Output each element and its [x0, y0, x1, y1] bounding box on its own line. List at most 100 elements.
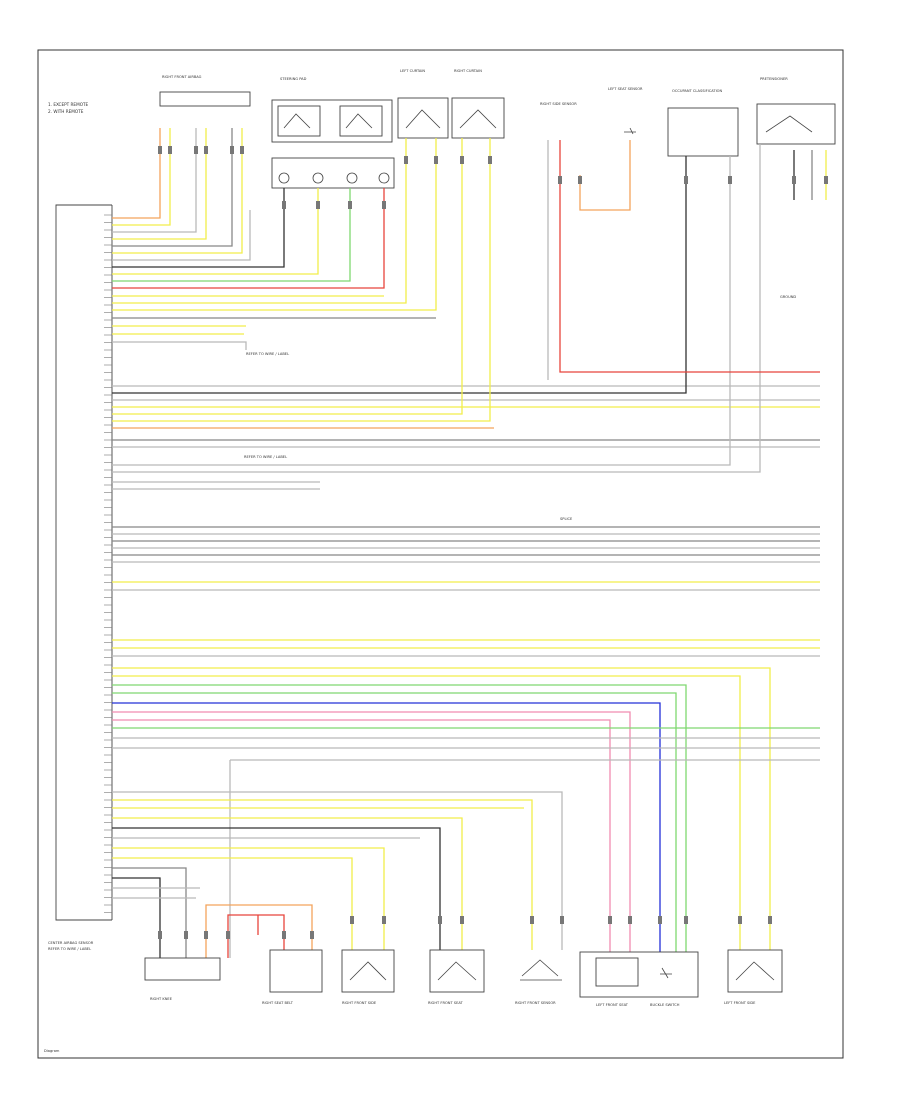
- connector-25: [310, 931, 314, 939]
- top-component-right-side-sensor: RIGHT SIDE SENSOR: [540, 102, 577, 106]
- wire-top-13: [112, 138, 407, 304]
- wire-low-10: [112, 719, 611, 955]
- bottom-component-right-knee: RIGHT KNEE: [144, 957, 221, 1001]
- controller-label: CENTER AIRBAG SENSOR: [48, 941, 94, 945]
- wire-low-9: [112, 711, 631, 955]
- connector-11: [434, 156, 438, 164]
- wire-bot-1: [112, 791, 563, 950]
- svg-text:RIGHT FRONT SENSOR: RIGHT FRONT SENSOR: [515, 1001, 556, 1005]
- connector-33: [628, 916, 632, 924]
- top-component-occupant-classification: OCCUPANT CLASSIFICATION: [667, 89, 739, 157]
- wire-long-11: [112, 144, 761, 473]
- wire-top-10: [112, 188, 351, 282]
- connector-13: [488, 156, 492, 164]
- wire-bot-10: [112, 877, 161, 958]
- wire-low-7: [112, 692, 677, 955]
- connector-0: [158, 146, 162, 154]
- connector-24: [282, 931, 286, 939]
- wire-top-5: [112, 128, 233, 247]
- wire-top-18: [112, 341, 247, 350]
- svg-text:PRETENSIONER: PRETENSIONER: [760, 77, 788, 81]
- diagram-frame: [37, 49, 844, 1059]
- connector-12: [460, 156, 464, 164]
- connector-36: [738, 916, 742, 924]
- svg-text:RIGHT FRONT AIRBAG: RIGHT FRONT AIRBAG: [162, 75, 202, 79]
- connector-28: [438, 916, 442, 924]
- connector-29: [460, 916, 464, 924]
- wire-bot-9: [112, 867, 187, 958]
- svg-text:LEFT FRONT SEAT: LEFT FRONT SEAT: [596, 1003, 629, 1007]
- connector-10: [404, 156, 408, 164]
- wire-top-3: [112, 128, 197, 233]
- svg-text:RIGHT KNEE: RIGHT KNEE: [150, 997, 173, 1001]
- wire-low-6: [112, 684, 687, 955]
- top-component-right-curtain: RIGHT CURTAIN: [451, 69, 505, 139]
- mid-note-2: REFER TO WIRE / LABEL: [244, 455, 287, 459]
- connector-37: [768, 916, 772, 924]
- note-except: 1. EXCEPT REMOTE: [48, 102, 89, 107]
- connector-2: [194, 146, 198, 154]
- wire-top-2: [112, 128, 171, 226]
- connector-26: [350, 916, 354, 924]
- ground-note: GROUND: [780, 295, 796, 299]
- note-with: 2. WITH REMOTE: [48, 109, 84, 114]
- controller-label-2: REFER TO WIRE / LABEL: [48, 947, 91, 951]
- top-component-left-curtain: LEFT CURTAIN: [397, 69, 449, 139]
- wire-top-1: [112, 128, 161, 219]
- connector-23: [226, 931, 230, 939]
- wire-bot-5: [112, 827, 441, 950]
- mid-note-1: REFER TO WIRE / LABEL: [246, 352, 289, 356]
- connector-9: [382, 201, 386, 209]
- drawing-id: Diagram: [44, 1049, 60, 1053]
- connector-7: [316, 201, 320, 209]
- wire-top-14: [112, 138, 437, 311]
- wire-low-8: [112, 702, 661, 955]
- wire-top-4: [112, 128, 207, 240]
- wire-bot-4: [112, 817, 463, 950]
- connector-5: [240, 146, 244, 154]
- top-component-front-passenger: RIGHT FRONT AIRBAG: [159, 75, 251, 107]
- wire-low-5: [112, 675, 741, 950]
- connector-18: [792, 176, 796, 184]
- connector-34: [658, 916, 662, 924]
- connector-15: [578, 176, 582, 184]
- connector-8: [348, 201, 352, 209]
- svg-text:RIGHT FRONT SEAT: RIGHT FRONT SEAT: [428, 1001, 464, 1005]
- connector-16: [684, 176, 688, 184]
- svg-text:RIGHT SEAT BELT: RIGHT SEAT BELT: [262, 1001, 294, 1005]
- connector-17: [728, 176, 732, 184]
- svg-text:LEFT SEAT SENSOR: LEFT SEAT SENSOR: [608, 87, 643, 91]
- controller-outline: [55, 204, 112, 921]
- wire-long-5: [112, 138, 463, 415]
- svg-text:LEFT FRONT SIDE: LEFT FRONT SIDE: [724, 1001, 756, 1005]
- top-component-left-seat-sensor: LEFT SEAT SENSOR: [608, 87, 643, 135]
- wire-bot-7: [112, 847, 385, 950]
- svg-text:STEERING PAD: STEERING PAD: [280, 77, 307, 81]
- connector-14: [558, 176, 562, 184]
- wire-top-6: [112, 128, 243, 254]
- wire-top-9: [112, 188, 319, 275]
- connector-19: [824, 176, 828, 184]
- svg-text:LEFT CURTAIN: LEFT CURTAIN: [400, 69, 425, 73]
- bottom-components: RIGHT KNEE RIGHT SEAT BELT RIGHT FRONT S…: [144, 949, 783, 1007]
- wires: [112, 128, 827, 958]
- svg-text:RIGHT SIDE SENSOR: RIGHT SIDE SENSOR: [540, 102, 577, 106]
- svg-text:RIGHT FRONT SIDE: RIGHT FRONT SIDE: [342, 1001, 377, 1005]
- connector-21: [184, 931, 188, 939]
- wire-bot-8: [112, 857, 353, 950]
- connector-27: [382, 916, 386, 924]
- wire-bot-2: [112, 799, 533, 950]
- connector-20: [158, 931, 162, 939]
- wire-long-6: [112, 138, 491, 422]
- squib-connector-block: [271, 157, 395, 189]
- connector-1: [168, 146, 172, 154]
- connector-3: [204, 146, 208, 154]
- svg-text:OCCUPANT CLASSIFICATION: OCCUPANT CLASSIFICATION: [672, 89, 722, 93]
- svg-text:RIGHT CURTAIN: RIGHT CURTAIN: [454, 69, 482, 73]
- wire-top-8: [112, 188, 285, 268]
- wire-long-2: [112, 156, 687, 394]
- connector-22: [204, 931, 208, 939]
- wire-long-10: [112, 156, 731, 466]
- wire-top-7: [112, 210, 251, 261]
